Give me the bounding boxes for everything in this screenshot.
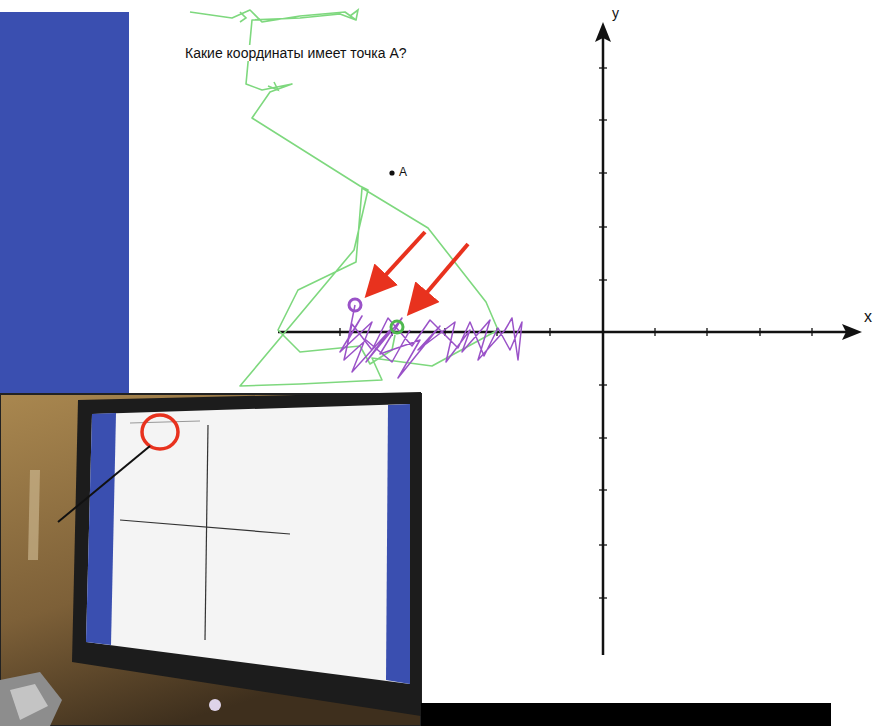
point-label: A [399,166,407,180]
purple-fixation-circle [349,299,361,311]
red-arrow [412,244,468,310]
black-bar [421,703,831,726]
inset-photo [0,392,421,726]
y-arrowhead [595,22,611,42]
green-gaze-path [190,10,498,386]
purple-gaze-path [340,305,522,378]
axis-label: x [864,308,872,326]
x-arrowhead [842,324,862,340]
point-a-dot [389,170,394,175]
axis-label: y [612,5,619,21]
question-text: Какие координаты имеет точка А? [183,45,409,61]
green-fixation-circle [391,321,403,333]
blue-bar [0,12,129,396]
red-arrow [370,232,425,292]
